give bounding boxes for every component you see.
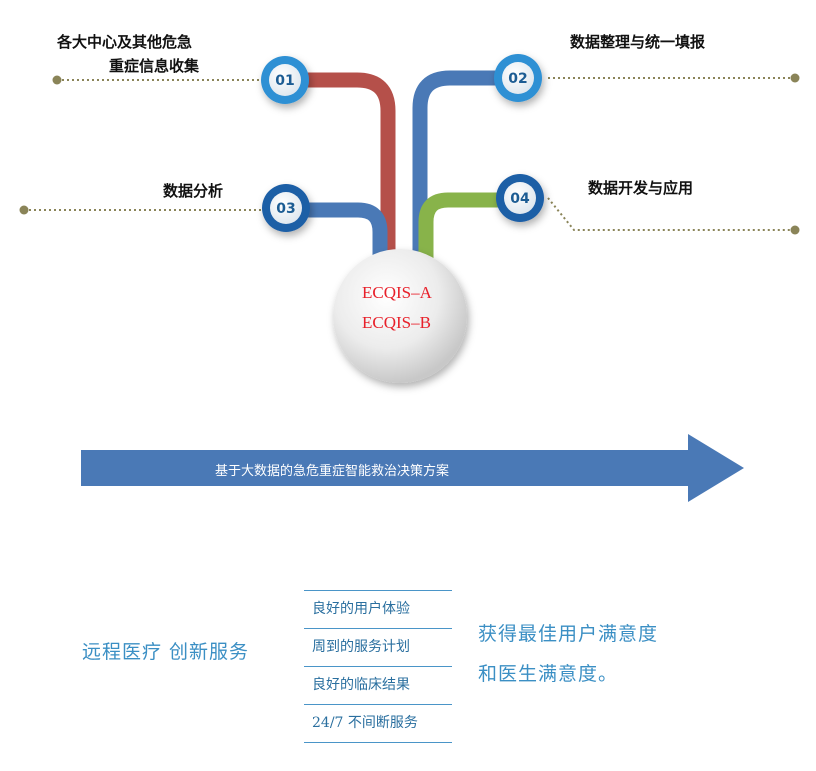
badge-01: 01 bbox=[261, 56, 309, 104]
badge-03-number: 03 bbox=[276, 201, 295, 217]
service-list: 良好的用户体验 周到的服务计划 良好的临床结果 24/7 不间断服务 bbox=[304, 590, 452, 743]
node-04-label: 数据开发与应用 bbox=[588, 179, 694, 197]
badge-03: 03 bbox=[262, 184, 310, 232]
pipe-red bbox=[300, 72, 396, 262]
service-list-item: 24/7 不间断服务 bbox=[304, 704, 452, 743]
pipe-blue-left bbox=[300, 202, 388, 262]
bottom-right-line1: 获得最佳用户满意度 bbox=[478, 623, 659, 645]
service-list-item: 良好的临床结果 bbox=[304, 666, 452, 704]
center-label-a: ECQIS–A bbox=[362, 283, 432, 302]
bottom-left-slogan: 远程医疗 创新服务 bbox=[82, 641, 250, 663]
leader-end-dots bbox=[19, 73, 800, 235]
pipe-blue-top bbox=[412, 70, 515, 262]
bottom-right-line2: 和医生满意度。 bbox=[478, 663, 619, 685]
badge-02: 02 bbox=[494, 54, 542, 102]
center-hub bbox=[333, 249, 467, 383]
node-01-label-line2: 重症信息收集 bbox=[109, 57, 200, 75]
workflow-diagram: 01 02 03 04 bbox=[19, 54, 800, 502]
arrow-caption: 基于大数据的急危重症智能救治决策方案 bbox=[215, 464, 450, 479]
node-03-label: 数据分析 bbox=[163, 182, 224, 200]
service-list-item: 良好的用户体验 bbox=[304, 590, 452, 628]
pipe-green bbox=[418, 192, 512, 262]
dotted-leaders bbox=[24, 77, 795, 231]
direction-arrow bbox=[81, 434, 744, 502]
badge-04-number: 04 bbox=[510, 191, 530, 207]
badge-02-number: 02 bbox=[508, 71, 527, 87]
node-01-label-line1: 各大中心及其他危急 bbox=[57, 33, 193, 51]
service-list-item: 周到的服务计划 bbox=[304, 628, 452, 666]
center-label-b: ECQIS–B bbox=[362, 313, 431, 332]
node-02-label: 数据整理与统一填报 bbox=[570, 33, 706, 51]
badge-04: 04 bbox=[496, 174, 544, 222]
badge-01-number: 01 bbox=[275, 73, 294, 89]
